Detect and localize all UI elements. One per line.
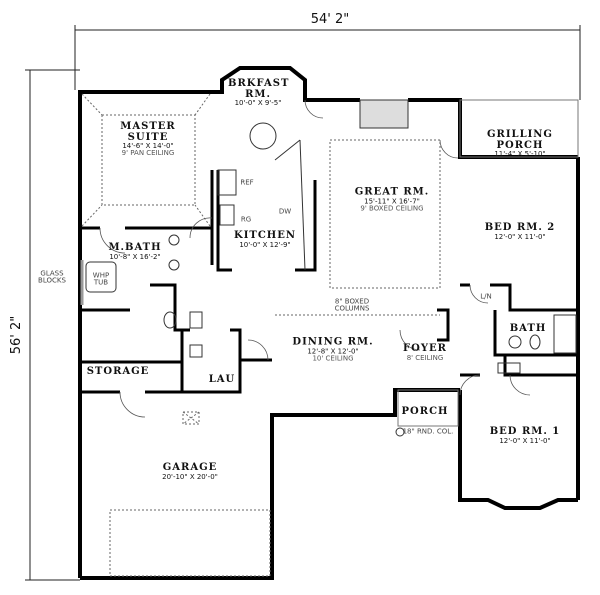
room-grilling-porch: GRILLING PORCH 11'-4" X 5'-10"	[487, 128, 553, 158]
note-range: RG	[240, 215, 252, 224]
doors	[99, 99, 531, 418]
room-garage: GARAGE 20'-10" X 20'-0"	[162, 462, 218, 481]
interior-walls	[80, 170, 578, 394]
refrigerator	[217, 169, 237, 196]
room-master-suite: MASTER SUITE 14'-6" X 14'-0" 9' PAN CEIL…	[120, 121, 176, 158]
note-round-column: 18" RND. COL.	[402, 427, 454, 436]
room-kitchen: KITCHEN 10'-0" X 12'-9"	[234, 230, 296, 249]
note-glass-blocks: GLASS BLOCKS	[38, 269, 66, 285]
note-boxed-columns: 8" BOXED COLUMNS	[334, 297, 370, 313]
note-whirlpool-tub: WHP TUB	[92, 271, 110, 287]
room-breakfast: BRKFAST RM. 10'-0" X 9'-5"	[228, 77, 290, 107]
room-great-room: GREAT RM. 15'-11" X 16'-7" 9' BOXED CEIL…	[354, 186, 430, 213]
room-bed-1: BED RM. 1 12'-0" X 11'-0"	[489, 426, 561, 445]
dimension-lines	[25, 25, 581, 581]
room-laundry: LAU	[208, 373, 236, 385]
fireplace	[359, 99, 409, 129]
breakfast-table	[249, 122, 277, 150]
room-foyer: FOYER 8' CEILING	[403, 343, 447, 362]
room-master-bath: M.BATH 10'-8" X 16'-2"	[108, 242, 162, 261]
room-porch: PORCH	[401, 405, 449, 417]
room-dining: DINING RM. 12'-8" X 12'-0" 10' CEILING	[292, 336, 374, 363]
room-bath: BATH	[509, 322, 547, 334]
range	[219, 204, 235, 226]
whirlpool-tub	[85, 261, 117, 293]
note-dishwasher: DW	[278, 207, 292, 216]
ceiling-outlines	[81, 93, 441, 577]
fixtures	[85, 99, 577, 437]
note-ref: REF	[240, 178, 254, 187]
room-bed-2: BED RM. 2 12'-0" X 11'-0"	[484, 222, 556, 241]
note-linen: L/N	[480, 292, 492, 301]
overall-width-label: 54' 2"	[310, 12, 350, 28]
room-storage: STORAGE	[86, 365, 150, 377]
overall-depth-label: 56' 2"	[9, 315, 25, 355]
